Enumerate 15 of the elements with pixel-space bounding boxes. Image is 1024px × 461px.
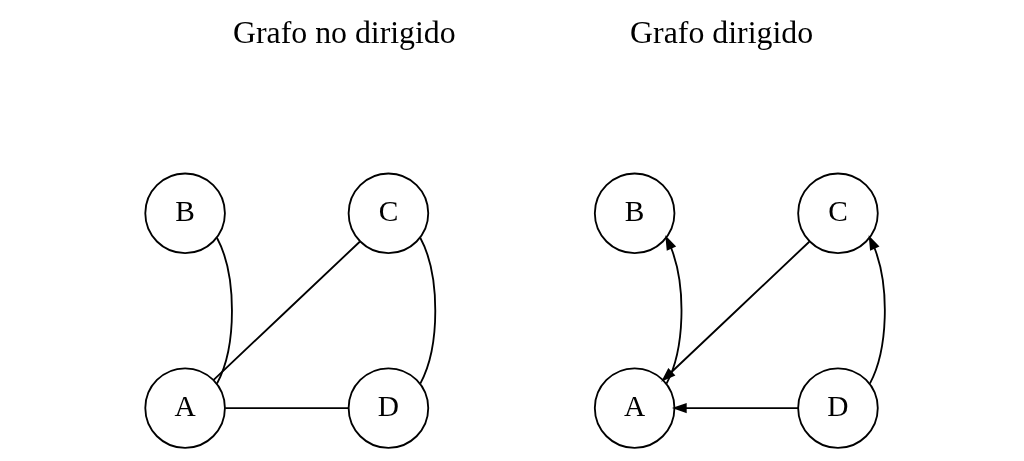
connector: [224, 407, 350, 410]
arrow: [671, 402, 800, 414]
connector: [212, 240, 361, 381]
arrow: [665, 235, 683, 385]
node-circle: C: [347, 172, 430, 255]
node-circle: A: [144, 367, 226, 449]
connector: [216, 236, 233, 385]
node-circle: D: [797, 367, 879, 449]
arrow: [868, 235, 886, 385]
label: Grafo dirigido: [630, 15, 814, 51]
node-circle: D: [347, 367, 430, 449]
node-circle: B: [144, 172, 226, 255]
label: Grafo no dirigido: [232, 15, 456, 51]
connector: [419, 236, 437, 385]
arrow: [661, 240, 811, 382]
